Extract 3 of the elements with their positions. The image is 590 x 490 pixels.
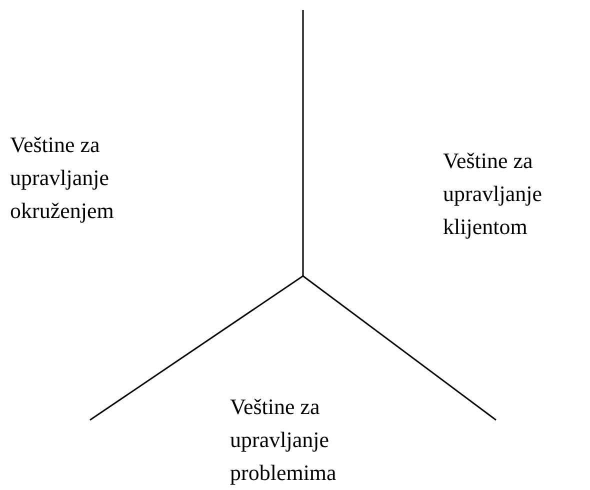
- region-label: Veštine za upravljanje okruženjem: [10, 131, 115, 225]
- region-label: Veštine za upravljanje problemima: [230, 393, 338, 487]
- region-label: Veštine za upravljanje klijentom: [443, 147, 543, 241]
